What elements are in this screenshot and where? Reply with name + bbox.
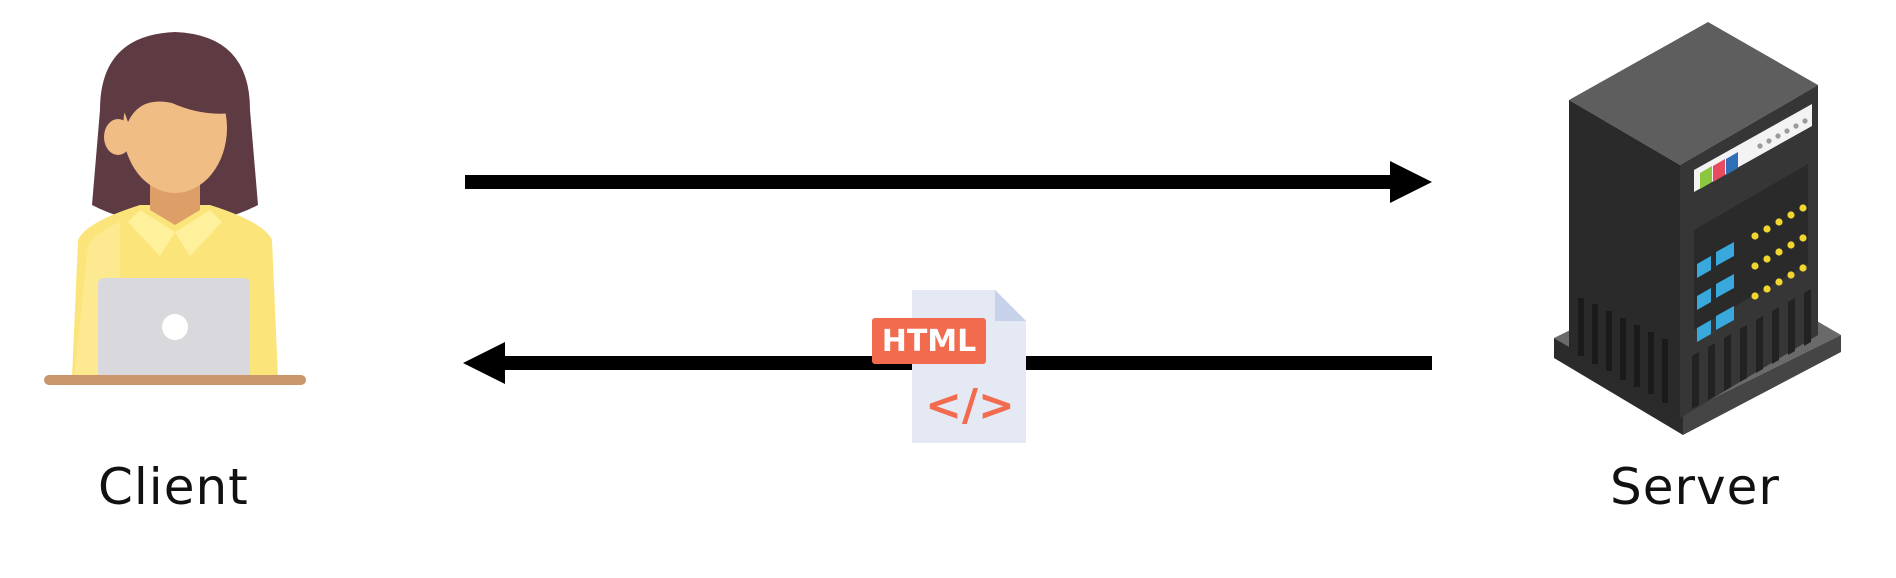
html-file-icon: HTML </> bbox=[872, 290, 1026, 443]
server-rack-icon bbox=[1554, 22, 1841, 435]
request-arrow bbox=[465, 161, 1432, 203]
html-badge-label: HTML bbox=[882, 324, 977, 359]
client-label: Client bbox=[98, 458, 249, 516]
person-with-laptop-icon bbox=[44, 32, 306, 385]
html-badge bbox=[872, 318, 986, 364]
server-label: Server bbox=[1610, 458, 1780, 516]
code-glyph: </> bbox=[925, 380, 1015, 431]
